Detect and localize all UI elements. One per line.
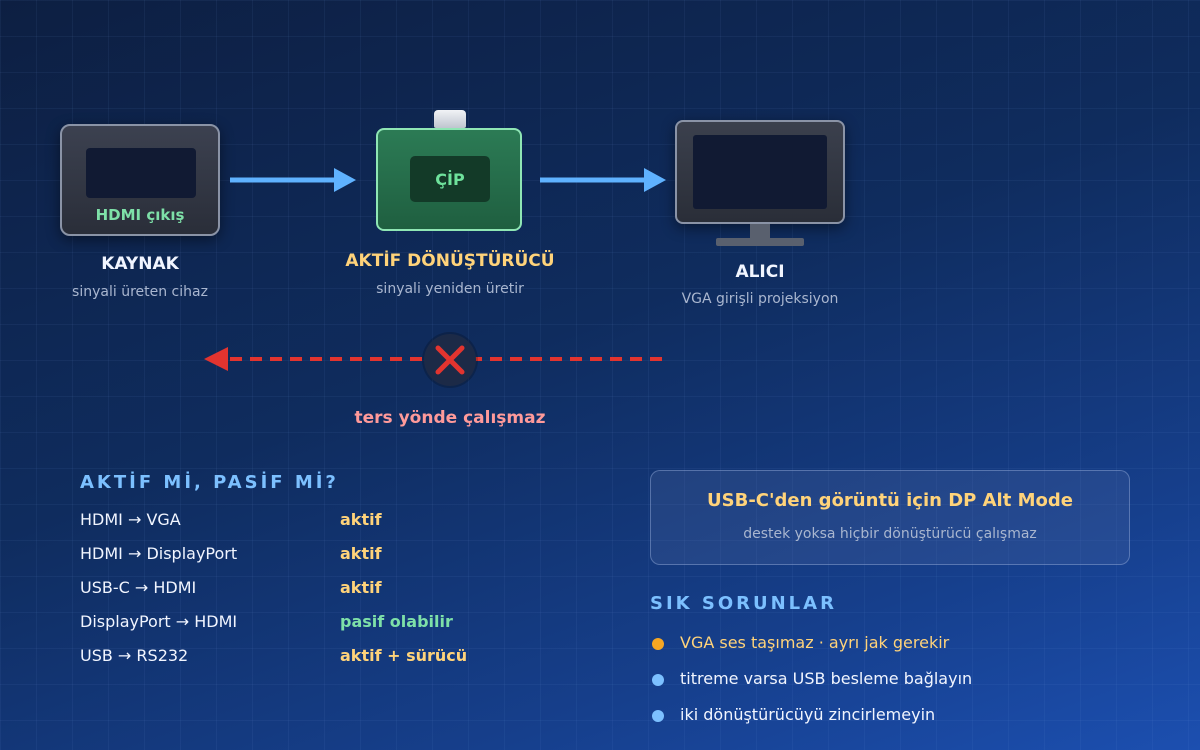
converter-title: AKTİF DÖNÜŞTÜRÜCÜ bbox=[345, 251, 555, 271]
conversion-label: DisplayPort → HDMI bbox=[80, 612, 238, 631]
conversion-label: USB → RS232 bbox=[80, 646, 189, 665]
issue-text: VGA ses taşımaz · ayrı jak gerekir bbox=[680, 633, 950, 652]
info-subtitle: destek yoksa hiçbir dönüştürücü çalışmaz bbox=[743, 526, 1037, 542]
table-row: HDMI → VGA aktif bbox=[80, 510, 500, 534]
bullet-dot-icon bbox=[652, 710, 664, 722]
chip-label: ÇİP bbox=[435, 169, 465, 189]
table-row: HDMI → DisplayPort aktif bbox=[80, 544, 500, 568]
source-port-label: HDMI çıkış bbox=[95, 206, 185, 224]
conversion-type: aktif bbox=[340, 578, 382, 597]
conversion-label: HDMI → DisplayPort bbox=[80, 544, 238, 563]
usb-plug-icon bbox=[434, 110, 466, 128]
conversion-type: aktif bbox=[340, 544, 382, 563]
table-title: AKTİF Mİ, PASİF Mİ? bbox=[80, 472, 339, 493]
converter-subtitle: sinyali yeniden üretir bbox=[376, 281, 524, 297]
info-box: USB-C'den görüntü için DP Alt Mode deste… bbox=[650, 470, 1130, 565]
source-subtitle: sinyali üreten cihaz bbox=[72, 284, 208, 300]
conversion-label: USB-C → HDMI bbox=[80, 578, 197, 597]
conversion-type: pasif olabilir bbox=[340, 612, 453, 631]
issues-title: SIK SORUNLAR bbox=[650, 593, 837, 614]
monitor-screen bbox=[693, 135, 827, 209]
issue-text: titreme varsa USB besleme bağlayın bbox=[680, 669, 973, 688]
forward-arrow-2 bbox=[540, 168, 666, 192]
chip-icon: ÇİP bbox=[410, 156, 490, 202]
conversion-type: aktif bbox=[340, 510, 382, 529]
table-row: DisplayPort → HDMI pasif olabilir bbox=[80, 612, 500, 636]
table-row: USB → RS232 aktif + sürücü bbox=[80, 646, 500, 670]
reverse-note: ters yönde çalışmaz bbox=[354, 408, 546, 428]
issue-text: iki dönüştürücüyü zincirlemeyin bbox=[680, 705, 936, 724]
monitor-neck bbox=[750, 224, 770, 238]
source-screen bbox=[86, 148, 196, 198]
bullet-dot-icon bbox=[652, 674, 664, 686]
monitor-base bbox=[716, 238, 804, 246]
info-title: USB-C'den görüntü için DP Alt Mode bbox=[707, 490, 1073, 511]
forward-arrow-1 bbox=[230, 168, 356, 192]
conversion-type: aktif + sürücü bbox=[340, 646, 468, 665]
conversion-label: HDMI → VGA bbox=[80, 510, 181, 529]
monitor-device bbox=[675, 120, 845, 224]
reverse-arrow bbox=[204, 347, 662, 371]
source-device: HDMI çıkış bbox=[60, 124, 220, 236]
table-row: USB-C → HDMI aktif bbox=[80, 578, 500, 602]
receiver-title: ALICI bbox=[735, 262, 785, 282]
receiver-subtitle: VGA girişli projeksiyon bbox=[681, 291, 839, 307]
source-title: KAYNAK bbox=[101, 254, 179, 274]
bullet-dot-icon bbox=[652, 638, 664, 650]
blocked-x-icon bbox=[424, 334, 476, 386]
converter-device: ÇİP bbox=[376, 128, 522, 231]
